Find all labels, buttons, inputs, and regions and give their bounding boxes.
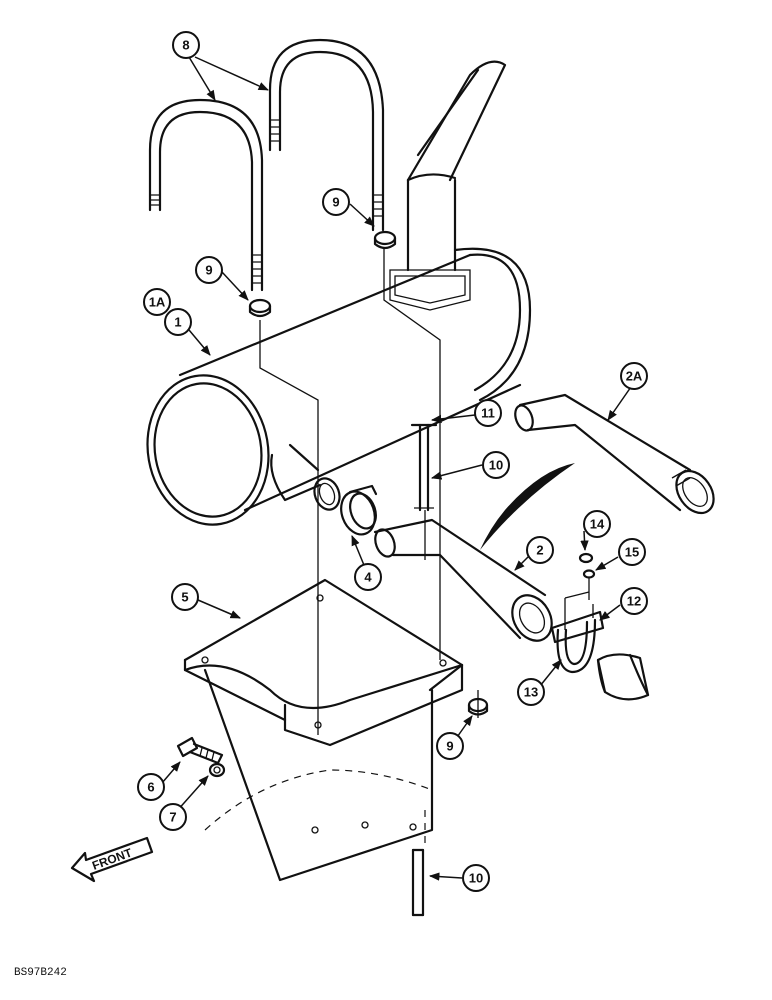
- callout-2: 2: [526, 536, 554, 564]
- svg-text:2: 2: [536, 543, 543, 558]
- hose-clamp: [340, 484, 378, 536]
- flange-nut-upper: [373, 230, 397, 250]
- svg-text:9: 9: [446, 739, 453, 754]
- bolt: [176, 736, 224, 765]
- alignment-line-left: [259, 320, 319, 735]
- u-bolt-right: [268, 38, 385, 232]
- svg-text:1: 1: [174, 315, 181, 330]
- callout-6: 6: [137, 773, 165, 801]
- svg-text:8: 8: [182, 38, 189, 53]
- svg-text:10: 10: [489, 458, 503, 473]
- svg-text:9: 9: [332, 195, 339, 210]
- figure-code: BS97B242: [14, 967, 67, 979]
- alignment-line-right: [383, 248, 441, 660]
- svg-text:10: 10: [469, 871, 483, 886]
- exhaust-tube-alt: [514, 393, 715, 515]
- mounting-bracket: [183, 578, 464, 882]
- callout-9-left: 9: [195, 256, 223, 284]
- exhaust-stack: [389, 60, 507, 311]
- callout-14: 14: [583, 510, 611, 538]
- svg-text:2A: 2A: [626, 369, 643, 384]
- callout-4: 4: [354, 563, 382, 591]
- svg-text:13: 13: [524, 685, 538, 700]
- callout-1a: 1A: [143, 288, 171, 316]
- svg-text:9: 9: [205, 263, 212, 278]
- support-rod: [410, 423, 438, 512]
- callout-8: 8: [172, 31, 200, 59]
- washer: [208, 762, 226, 778]
- callout-13: 13: [517, 678, 545, 706]
- callout-2a: 2A: [620, 362, 648, 390]
- u-clamp: [550, 552, 605, 674]
- callout-9-lower: 9: [436, 732, 464, 760]
- callout-5: 5: [171, 583, 199, 611]
- callout-1: 1: [164, 308, 192, 336]
- svg-text:14: 14: [590, 517, 605, 532]
- lower-rod: [411, 848, 425, 917]
- callout-9-upper: 9: [322, 188, 350, 216]
- svg-text:15: 15: [625, 545, 639, 560]
- svg-text:4: 4: [364, 570, 372, 585]
- callout-11: 11: [474, 399, 502, 427]
- svg-text:1A: 1A: [149, 295, 166, 310]
- svg-text:5: 5: [181, 590, 188, 605]
- callout-10-upper: 10: [482, 451, 510, 479]
- svg-text:12: 12: [627, 594, 641, 609]
- svg-text:6: 6: [147, 780, 154, 795]
- svg-text:11: 11: [481, 406, 495, 421]
- flange-nut-left: [248, 298, 272, 318]
- callout-15: 15: [618, 538, 646, 566]
- svg-text:7: 7: [169, 810, 176, 825]
- callout-10-lower: 10: [462, 864, 490, 892]
- pipe-section-icon: [596, 653, 650, 701]
- callout-12: 12: [620, 587, 648, 615]
- front-arrow: FRONT: [70, 836, 154, 883]
- u-bolt-left: [148, 98, 264, 292]
- muffler-body: [146, 247, 532, 526]
- callout-7: 7: [159, 803, 187, 831]
